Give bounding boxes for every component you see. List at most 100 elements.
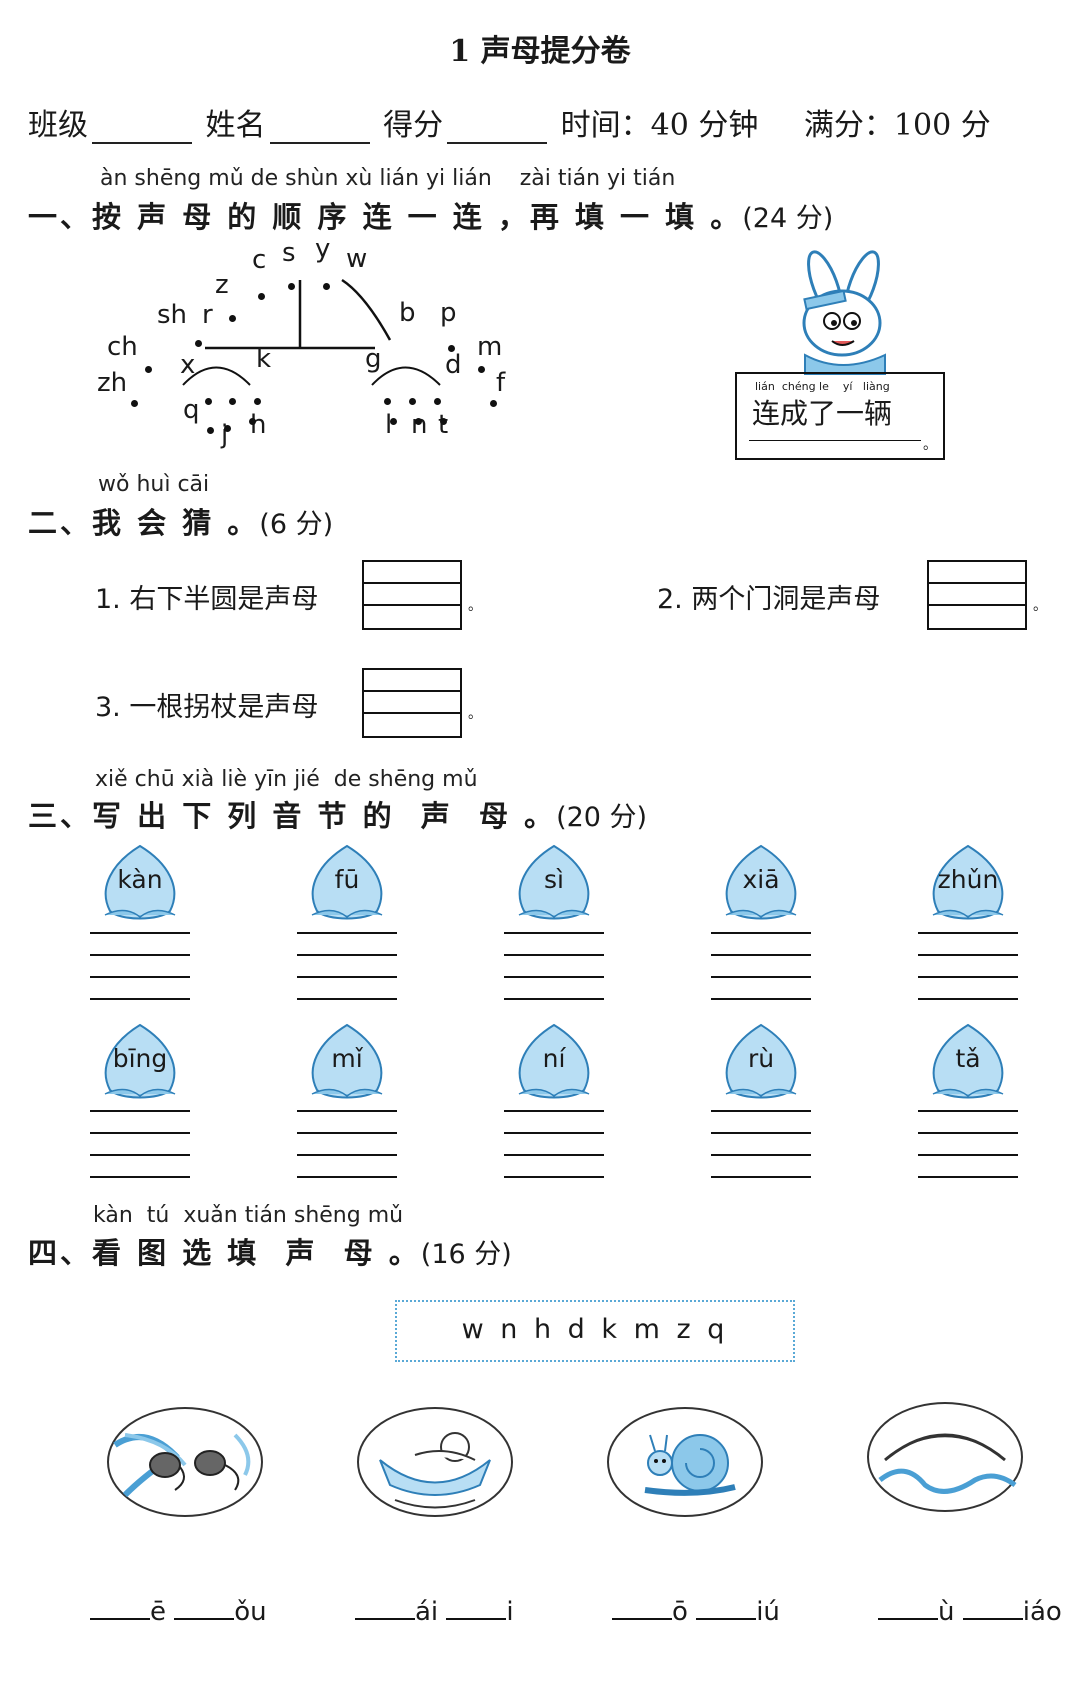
sec3-pinyin: xiě chū xià liè yīn jié de shēng mǔ	[95, 767, 478, 792]
end-mark: 。	[468, 598, 482, 614]
letter-m: m	[477, 332, 503, 362]
letter-t: t	[438, 410, 449, 440]
dot[interactable]	[448, 345, 455, 352]
blank[interactable]	[174, 1592, 235, 1620]
bunny-text: 连成了一辆	[752, 397, 893, 430]
peach-icon	[518, 1023, 590, 1099]
name-field[interactable]	[269, 114, 370, 144]
bunny-teacher-icon	[802, 250, 886, 375]
class-field[interactable]	[92, 114, 192, 144]
bridge-picture-icon	[867, 1402, 1023, 1512]
answer-box-2[interactable]	[927, 560, 1027, 630]
sec1-pinyin: àn shēng mǔ de shùn xù lián yi lián zài …	[100, 166, 676, 191]
dot[interactable]	[229, 315, 236, 322]
blank[interactable]	[696, 1592, 757, 1620]
peach-icon	[725, 1023, 797, 1099]
final-part: iáo	[1022, 1597, 1062, 1627]
sec4-score: (16 分)	[420, 1239, 512, 1270]
final-part: ē	[150, 1597, 166, 1627]
writing-lines[interactable]	[504, 1110, 604, 1180]
writing-lines[interactable]	[297, 1110, 397, 1180]
answer-box-3[interactable]	[362, 668, 462, 738]
sec4-heading: 四、看 图 选 填 声 母 。(16 分)	[28, 1230, 512, 1272]
blank[interactable]	[962, 1592, 1023, 1620]
sec2-heading: 二、我 会 猜 。(6 分)	[28, 500, 333, 542]
writing-lines[interactable]	[711, 1110, 811, 1180]
syllable: sì	[544, 865, 564, 894]
answer-box-1[interactable]	[362, 560, 462, 630]
dot[interactable]	[390, 418, 397, 425]
dot[interactable]	[131, 400, 138, 407]
dot[interactable]	[207, 427, 214, 434]
bunny-end: 。	[923, 437, 937, 453]
peach-card: ní	[504, 1022, 604, 1102]
letter-d: d	[445, 350, 462, 380]
blank[interactable]	[90, 1592, 150, 1620]
dot[interactable]	[490, 400, 497, 407]
dot[interactable]	[145, 366, 152, 373]
sec2-heading-text: 二、我 会 猜 。	[28, 506, 260, 540]
dot[interactable]	[478, 366, 485, 373]
dot[interactable]	[205, 398, 212, 405]
syllable: rù	[747, 1044, 775, 1073]
syllable: tǎ	[955, 1044, 981, 1073]
sec4-heading-text: 四、看 图 选 填 声 母 。	[28, 1236, 421, 1270]
letter-ch: ch	[107, 332, 138, 362]
dot[interactable]	[434, 398, 441, 405]
writing-lines[interactable]	[918, 1110, 1018, 1180]
writing-lines[interactable]	[90, 1110, 190, 1180]
letter-sh: sh	[157, 300, 188, 330]
letter-c: c	[252, 245, 267, 275]
dot[interactable]	[195, 340, 202, 347]
letter-g: g	[365, 344, 382, 374]
sec3-heading: 三、写 出 下 列 音 节 的 声 母 。(20 分)	[28, 793, 647, 835]
dot[interactable]	[323, 283, 330, 290]
bunny-answer-line[interactable]	[749, 440, 921, 441]
final-part: ō	[672, 1597, 688, 1627]
writing-lines[interactable]	[90, 932, 190, 1002]
peach-icon	[725, 844, 797, 920]
syllable: ní	[542, 1044, 566, 1073]
question-1: 1. 右下半圆是声母	[95, 584, 319, 615]
syllable: xiā	[742, 865, 780, 894]
syllable: fū	[334, 865, 360, 894]
writing-lines[interactable]	[297, 932, 397, 1002]
letter-w: w	[346, 244, 368, 274]
blank[interactable]	[446, 1592, 507, 1620]
blank[interactable]	[612, 1592, 672, 1620]
sec1-score: (24 分)	[742, 203, 834, 234]
dot[interactable]	[440, 418, 447, 425]
bunny-pinyin: lián chéng le yí liàng	[755, 380, 890, 393]
options-text: w n h d k m z q	[461, 1314, 729, 1345]
peach-card: bīng	[90, 1022, 190, 1102]
dot[interactable]	[254, 398, 261, 405]
blank[interactable]	[355, 1592, 415, 1620]
syllable: zhǔn	[937, 865, 999, 894]
final-part: ǒu	[234, 1597, 267, 1627]
peach-card: xiā	[711, 843, 811, 923]
writing-lines[interactable]	[504, 932, 604, 1002]
peach-card: fū	[297, 843, 397, 923]
answer-group-4: ù iáo	[878, 1592, 1062, 1627]
bunny-answer-box[interactable]: lián chéng le yí liàng 连成了一辆 。	[735, 372, 945, 460]
sec4-pinyin: kàn tú xuǎn tián shēng mǔ	[93, 1203, 404, 1228]
dot[interactable]	[415, 418, 422, 425]
dot[interactable]	[229, 398, 236, 405]
score-field[interactable]	[447, 114, 548, 144]
writing-lines[interactable]	[918, 932, 1018, 1002]
dot[interactable]	[409, 398, 416, 405]
dot[interactable]	[224, 425, 231, 432]
peach-card: zhǔn	[918, 843, 1018, 923]
dot[interactable]	[258, 293, 265, 300]
peach-card: sì	[504, 843, 604, 923]
peach-card: kàn	[90, 843, 190, 923]
dot[interactable]	[249, 418, 256, 425]
dot[interactable]	[384, 398, 391, 405]
writing-lines[interactable]	[711, 932, 811, 1002]
letter-r: r	[202, 300, 213, 330]
dot[interactable]	[288, 283, 295, 290]
blank[interactable]	[878, 1592, 938, 1620]
letter-l: l	[385, 410, 393, 440]
letter-b: b	[399, 298, 416, 328]
name-label: 姓名	[205, 108, 266, 143]
